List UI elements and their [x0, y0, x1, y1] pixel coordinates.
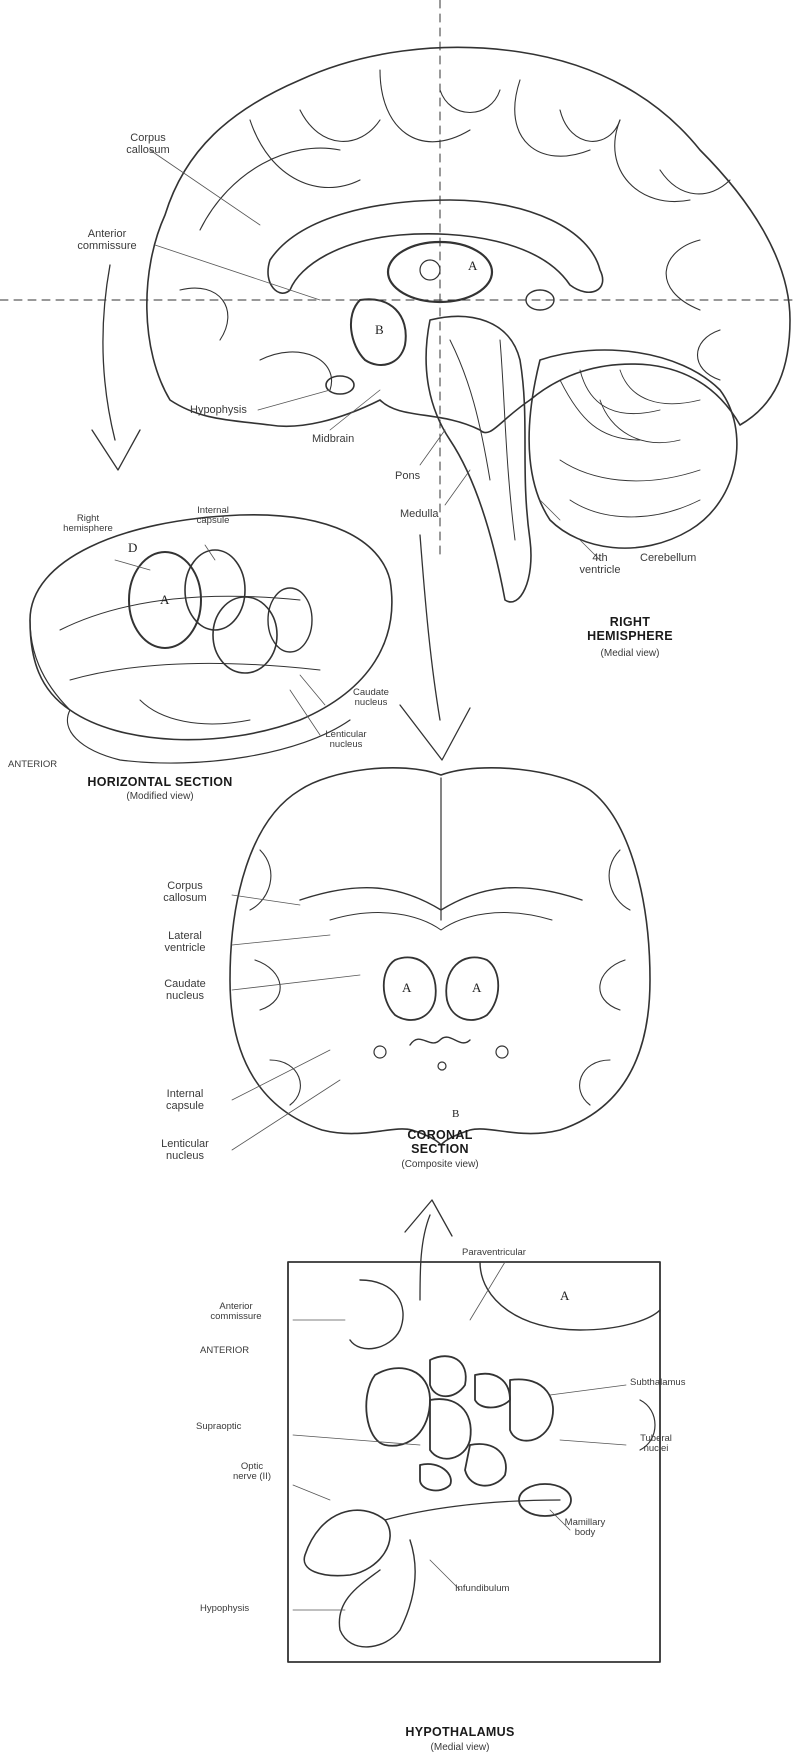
hypothalamic-nuclei — [366, 1356, 571, 1516]
label-anterior-hypothalamus: ANTERIOR — [200, 1346, 249, 1356]
label-paraventricular: Paraventricular — [462, 1248, 526, 1258]
label-lenticular-nucleus-horizontal: Lenticular nucleus — [306, 730, 386, 750]
coronal-section-drawing — [230, 768, 650, 1145]
label-infundibulum: Infundibulum — [455, 1584, 509, 1594]
letter-d-horizontal: D — [128, 540, 137, 556]
label-caudate-nucleus-coronal: Caudate nucleus — [140, 978, 230, 1002]
coronal-outline — [230, 768, 650, 1145]
label-anterior-horizontal: ANTERIOR — [8, 760, 57, 770]
medial-view-title: RIGHT HEMISPHERE — [560, 615, 700, 643]
letter-a-right-coronal: A — [472, 980, 481, 996]
label-corpus-callosum-coronal: Corpus callosum — [140, 880, 230, 904]
label-internal-capsule-coronal: Internal capsule — [140, 1088, 230, 1112]
hypothalamus-title: HYPOTHALAMUS — [380, 1725, 540, 1739]
label-mamillary-body: Mamillary body — [550, 1518, 620, 1538]
label-hypophysis-hypothalamus: Hypophysis — [200, 1604, 249, 1614]
letter-a-left-coronal: A — [402, 980, 411, 996]
letter-a-medial: A — [468, 258, 477, 274]
arrow-to-hypothalamus — [420, 1215, 430, 1300]
label-anterior-commissure-medial: Anterior commissure — [52, 228, 162, 252]
label-hypophysis-medial: Hypophysis — [190, 404, 247, 416]
label-tuberal-nuclei: Tuberal nuclei — [626, 1434, 686, 1454]
label-caudate-nucleus-horizontal: Caudate nucleus — [336, 688, 406, 708]
horizontal-section-subtitle: (Modified view) — [60, 791, 260, 802]
arrow-to-coronal — [420, 535, 440, 720]
letter-b-coronal: B — [452, 1108, 459, 1120]
label-medulla: Medulla — [400, 508, 439, 520]
label-midbrain: Midbrain — [312, 433, 354, 445]
label-anterior-commissure-hypothalamus: Anterior commissure — [186, 1302, 286, 1322]
coronal-section-subtitle: (Composite view) — [380, 1159, 500, 1170]
label-pons: Pons — [395, 470, 420, 482]
letter-b-medial: B — [375, 322, 384, 338]
label-corpus-callosum-medial: Corpus callosum — [108, 132, 188, 156]
medial-view-drawing — [0, 0, 797, 602]
hypophysis-shape — [326, 376, 354, 394]
hypothalamus-subtitle: (Medial view) — [380, 1742, 540, 1753]
label-subthalamus: Subthalamus — [630, 1378, 685, 1388]
hypothalamus-drawing — [288, 1262, 660, 1662]
label-lenticular-nucleus-coronal: Lenticular nucleus — [140, 1138, 230, 1162]
label-right-hemisphere: Right hemisphere — [48, 514, 128, 534]
hypothalamus-frame — [288, 1262, 660, 1662]
hemisphere-outline — [147, 47, 790, 432]
letter-a-hypothalamus: A — [560, 1288, 569, 1304]
label-internal-capsule-horizontal: Internal capsule — [178, 506, 248, 526]
label-optic-nerve: Optic nerve (II) — [212, 1462, 292, 1482]
label-lateral-ventricle: Lateral ventricle — [140, 930, 230, 954]
letter-a-horizontal: A — [160, 592, 169, 608]
label-4th-ventricle: 4th ventricle — [575, 552, 625, 576]
label-supraoptic: Supraoptic — [196, 1422, 241, 1432]
horizontal-section-drawing — [30, 515, 392, 763]
medial-view-subtitle: (Medial view) — [560, 648, 700, 659]
horizontal-section-title: HORIZONTAL SECTION — [60, 775, 260, 789]
coronal-section-title: CORONAL SECTION — [380, 1128, 500, 1156]
label-cerebellum: Cerebellum — [640, 552, 696, 564]
corpus-callosum-shape — [268, 200, 603, 293]
brainstem-shape — [426, 316, 531, 602]
arrow-to-horizontal — [103, 265, 115, 440]
